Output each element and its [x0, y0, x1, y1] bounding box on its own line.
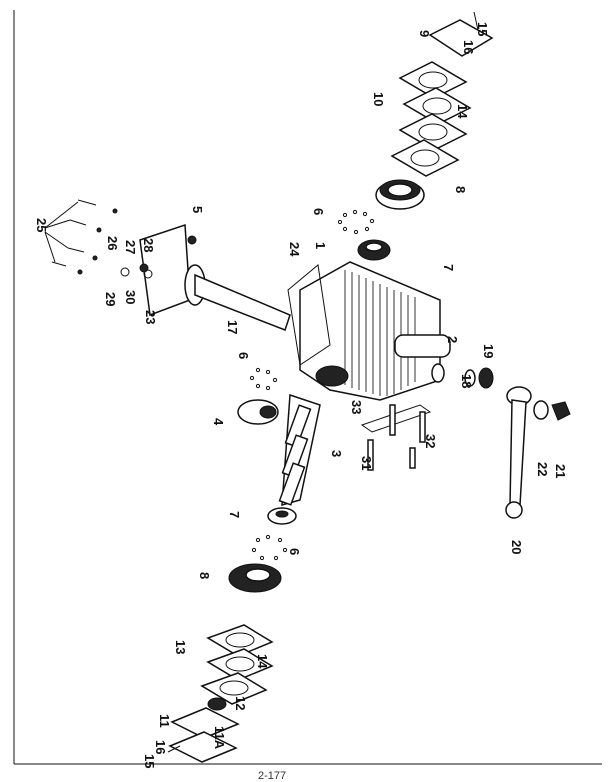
callout-22: 22	[535, 462, 550, 476]
ball-ring-bottom	[251, 534, 288, 561]
callout-15: 15	[475, 22, 490, 36]
bearing-bottom	[228, 563, 282, 593]
callout-6-mid: 6	[236, 352, 251, 359]
screws-25	[44, 199, 118, 275]
callout-15-bottom: 15	[142, 754, 157, 768]
callout-19: 19	[481, 344, 496, 358]
callout-17: 17	[225, 320, 240, 334]
callout-33: 33	[349, 400, 364, 414]
callout-16-bottom: 16	[153, 740, 168, 754]
callout-11a: 11A	[212, 726, 227, 750]
crankcase	[299, 261, 451, 401]
gasket-24	[287, 264, 331, 366]
callout-7: 7	[441, 264, 456, 271]
callout-6: 6	[311, 208, 326, 215]
race-top	[357, 239, 391, 261]
callout-20: 20	[509, 540, 524, 554]
figure-number: 2-177	[258, 770, 287, 782]
callout-26: 26	[105, 236, 120, 250]
pump-4	[237, 399, 279, 425]
bearing-top	[375, 179, 425, 210]
callout-7-bottom: 7	[227, 511, 242, 518]
callout-4: 4	[211, 418, 226, 426]
callout-24: 24	[287, 242, 302, 257]
lever-20	[505, 386, 571, 519]
callout-8: 8	[453, 186, 468, 193]
callout-25: 25	[34, 218, 49, 232]
ball-ring-mid	[249, 367, 278, 391]
bracket-33-bolts	[360, 404, 432, 471]
callout-1: 1	[313, 242, 328, 249]
callout-9: 9	[417, 30, 432, 37]
callout-8-bottom: 8	[197, 572, 212, 579]
callout-3: 3	[329, 450, 344, 457]
callout-18: 18	[459, 374, 474, 388]
callout-30: 30	[123, 290, 138, 304]
callout-11: 11	[157, 714, 172, 728]
callout-21: 21	[553, 464, 568, 478]
callout-32: 32	[423, 434, 438, 448]
bottom-cover-assembly	[167, 624, 274, 763]
callout-29: 29	[103, 292, 118, 306]
race-bottom	[267, 507, 297, 525]
callout-5: 5	[190, 206, 205, 213]
callout-12: 12	[233, 696, 248, 710]
callout-31: 31	[359, 456, 374, 470]
callout-28: 28	[141, 238, 156, 252]
callout-27: 27	[123, 240, 138, 254]
callout-23: 23	[143, 310, 158, 324]
bushings-18-19	[431, 363, 494, 389]
callout-16: 16	[461, 40, 476, 54]
callout-6-bottom: 6	[287, 548, 302, 555]
callout-10: 10	[371, 92, 386, 106]
callout-14-bottom: 14	[255, 654, 270, 669]
callout-2: 2	[445, 336, 460, 343]
shaft-assembly	[120, 223, 291, 331]
crankshaft	[278, 393, 321, 507]
callout-13: 13	[173, 640, 188, 654]
top-cover-assembly	[390, 11, 494, 177]
ball-ring-top	[337, 209, 375, 235]
callout-14: 14	[455, 104, 470, 119]
